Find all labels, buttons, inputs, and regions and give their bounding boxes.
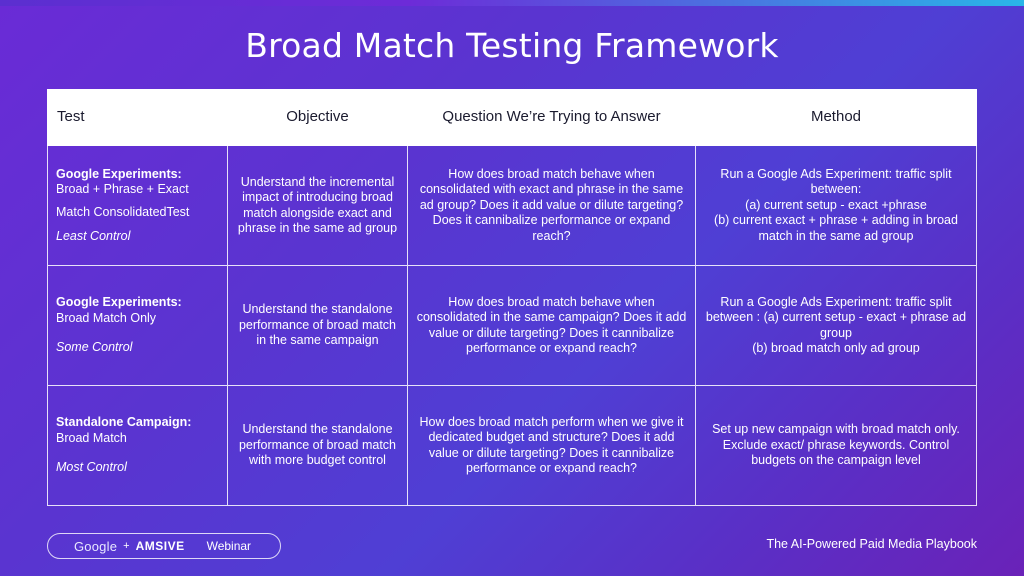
top-accent-bar bbox=[0, 0, 1024, 6]
webinar-brand-pill: Google + AMSIVE Webinar bbox=[47, 533, 281, 559]
row-1-method-text: Run a Google Ads Experiment: traffic spl… bbox=[714, 166, 958, 243]
row-2-method: Run a Google Ads Experiment: traffic spl… bbox=[696, 266, 977, 386]
header-question: Question We’re Trying to Answer bbox=[408, 89, 696, 146]
row-1-test-line-3: Match ConsolidatedTest bbox=[56, 204, 190, 219]
header-objective: Objective bbox=[228, 89, 408, 146]
row-3-test-line-2: Broad Match bbox=[56, 430, 127, 445]
row-2-test-title: Google Experiments: bbox=[56, 295, 182, 310]
framework-table: Test Objective Question We’re Trying to … bbox=[47, 89, 977, 506]
row-3-test-title: Standalone Campaign: bbox=[56, 415, 192, 430]
row-1-test: Google Experiments: Broad + Phrase + Exa… bbox=[47, 146, 228, 266]
plus-sign: + bbox=[123, 540, 130, 552]
row-3-objective: Understand the standalone performance of… bbox=[228, 386, 408, 506]
header-method: Method bbox=[696, 89, 977, 146]
row-1-control-level: Least Control bbox=[56, 229, 131, 243]
row-1-test-line-2: Broad + Phrase + Exact bbox=[56, 182, 189, 196]
row-2-method-text: Run a Google Ads Experiment: traffic spl… bbox=[705, 294, 967, 356]
row-1-test-title: Google Experiments: bbox=[56, 166, 182, 181]
row-1-objective: Understand the incremental impact of int… bbox=[228, 146, 408, 266]
webinar-label: Webinar bbox=[206, 539, 252, 553]
row-3-method: Set up new campaign with broad match onl… bbox=[696, 386, 977, 506]
row-1-question: How does broad match behave when consoli… bbox=[408, 146, 696, 266]
playbook-caption: The AI-Powered Paid Media Playbook bbox=[766, 537, 977, 551]
row-2-question: How does broad match behave when consoli… bbox=[408, 266, 696, 386]
row-3-question: How does broad match perform when we giv… bbox=[408, 386, 696, 506]
header-test: Test bbox=[47, 89, 228, 146]
row-2-control-level: Some Control bbox=[56, 340, 133, 355]
google-logo: Google bbox=[74, 538, 118, 554]
row-2-test: Google Experiments: Broad Match Only Som… bbox=[47, 266, 228, 386]
row-3-control-level: Most Control bbox=[56, 460, 127, 475]
amsive-logo: AMSIVE bbox=[135, 539, 185, 553]
row-2-test-line-2: Broad Match Only bbox=[56, 310, 157, 325]
slide-title: Broad Match Testing Framework bbox=[245, 26, 779, 65]
row-3-test: Standalone Campaign: Broad Match Most Co… bbox=[47, 386, 228, 506]
row-1-method: Run a Google Ads Experiment: traffic spl… bbox=[696, 146, 977, 266]
row-2-objective: Understand the standalone performance of… bbox=[228, 266, 408, 386]
